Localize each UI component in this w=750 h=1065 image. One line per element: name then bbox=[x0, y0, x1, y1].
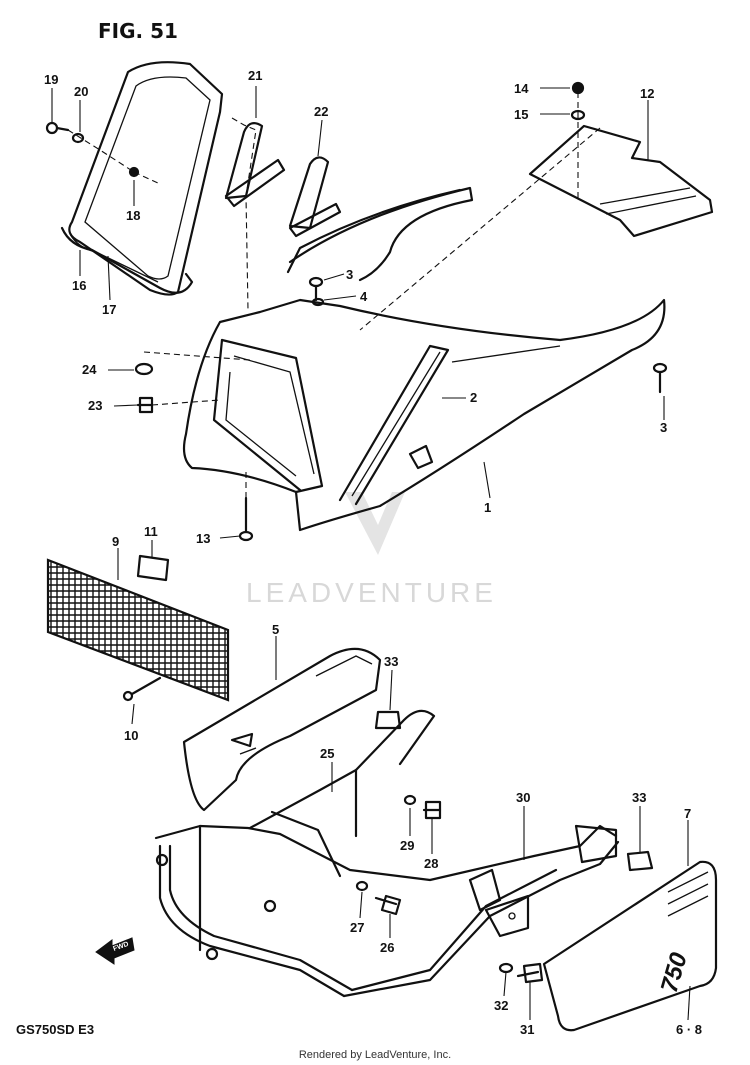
callout-20[interactable]: 20 bbox=[74, 84, 88, 99]
forward-arrow: FWD bbox=[95, 937, 135, 965]
callout-5[interactable]: 5 bbox=[272, 622, 279, 637]
bolt-13[interactable] bbox=[238, 496, 254, 542]
bolt-31[interactable] bbox=[516, 962, 544, 984]
washer-32[interactable] bbox=[498, 962, 514, 974]
callout-31[interactable]: 31 bbox=[520, 1022, 534, 1037]
frame-30[interactable] bbox=[154, 824, 620, 998]
callouts: 1 2 3 3 4 5 6 · 8 7 9 10 11 12 13 14 15 … bbox=[44, 68, 702, 1037]
callout-33-left[interactable]: 33 bbox=[384, 654, 398, 669]
screw-3-right[interactable] bbox=[652, 362, 668, 394]
callout-26[interactable]: 26 bbox=[380, 940, 394, 955]
callout-3-right[interactable]: 3 bbox=[660, 420, 667, 435]
callout-27[interactable]: 27 bbox=[350, 920, 364, 935]
callout-14[interactable]: 14 bbox=[514, 81, 529, 96]
grommet-33-left[interactable] bbox=[374, 710, 402, 730]
model-code: GS750SD E3 bbox=[16, 1022, 94, 1037]
callout-4[interactable]: 4 bbox=[360, 289, 368, 304]
callout-23[interactable]: 23 bbox=[88, 398, 102, 413]
side-cover-7[interactable]: 750 bbox=[542, 860, 718, 1032]
washer-20[interactable] bbox=[71, 132, 85, 144]
rendered-by: Rendered by LeadVenture, Inc. bbox=[299, 1049, 451, 1061]
callout-10[interactable]: 10 bbox=[124, 728, 138, 743]
callout-7[interactable]: 7 bbox=[684, 806, 691, 821]
nut-14[interactable] bbox=[571, 81, 585, 95]
callout-3-upper[interactable]: 3 bbox=[346, 267, 353, 282]
callout-21[interactable]: 21 bbox=[248, 68, 262, 83]
screw-10[interactable] bbox=[122, 676, 162, 702]
bolt-26[interactable] bbox=[374, 894, 402, 916]
upper-rail bbox=[286, 186, 474, 282]
callout-28[interactable]: 28 bbox=[424, 856, 438, 871]
callout-24[interactable]: 24 bbox=[82, 362, 97, 377]
leader-lines bbox=[51, 86, 691, 1021]
callout-1[interactable]: 1 bbox=[484, 500, 491, 515]
watermark-logo-icon bbox=[345, 492, 405, 555]
washer-15[interactable] bbox=[570, 109, 586, 121]
stay-22[interactable] bbox=[288, 156, 342, 238]
grommet-24[interactable] bbox=[134, 362, 154, 376]
callout-2[interactable]: 2 bbox=[470, 390, 477, 405]
windscreen[interactable] bbox=[60, 61, 224, 296]
bolt-28[interactable] bbox=[422, 800, 442, 820]
watermark-text: LEADVENTURE bbox=[246, 577, 497, 608]
screw-19[interactable] bbox=[45, 121, 70, 135]
callout-29[interactable]: 29 bbox=[400, 838, 414, 853]
screw-3-upper[interactable] bbox=[308, 276, 324, 302]
callout-22[interactable]: 22 bbox=[314, 104, 328, 119]
callout-6-8[interactable]: 6 · 8 bbox=[676, 1022, 702, 1037]
figure-title: FIG. 51 bbox=[98, 19, 178, 43]
callout-12[interactable]: 12 bbox=[640, 86, 654, 101]
lower-panel-5[interactable] bbox=[182, 647, 382, 812]
callout-32[interactable]: 32 bbox=[494, 998, 508, 1013]
callout-17[interactable]: 17 bbox=[102, 302, 116, 317]
callout-15[interactable]: 15 bbox=[514, 107, 528, 122]
watermark: LEADVENTURE bbox=[246, 492, 497, 608]
callout-11[interactable]: 11 bbox=[144, 524, 158, 539]
callout-18[interactable]: 18 bbox=[126, 208, 140, 223]
callout-9[interactable]: 9 bbox=[112, 534, 119, 549]
washer-4[interactable] bbox=[311, 297, 325, 307]
callout-25[interactable]: 25 bbox=[320, 746, 334, 761]
callout-16[interactable]: 16 bbox=[72, 278, 86, 293]
nut-27[interactable] bbox=[355, 880, 369, 892]
grommet-33-right[interactable] bbox=[626, 850, 654, 872]
bolt-23[interactable] bbox=[136, 396, 154, 414]
pad-11[interactable] bbox=[136, 554, 170, 582]
callout-30[interactable]: 30 bbox=[516, 790, 530, 805]
svg-text:750: 750 bbox=[656, 949, 693, 996]
nut-29[interactable] bbox=[403, 794, 417, 806]
fairing-body[interactable] bbox=[182, 298, 666, 532]
callout-19[interactable]: 19 bbox=[44, 72, 58, 87]
grille-9[interactable] bbox=[46, 558, 230, 702]
cover-12[interactable] bbox=[528, 124, 714, 238]
callout-33-right[interactable]: 33 bbox=[632, 790, 646, 805]
forward-arrow-icon bbox=[95, 937, 135, 965]
callout-13[interactable]: 13 bbox=[196, 531, 210, 546]
stay-21[interactable] bbox=[224, 122, 286, 208]
